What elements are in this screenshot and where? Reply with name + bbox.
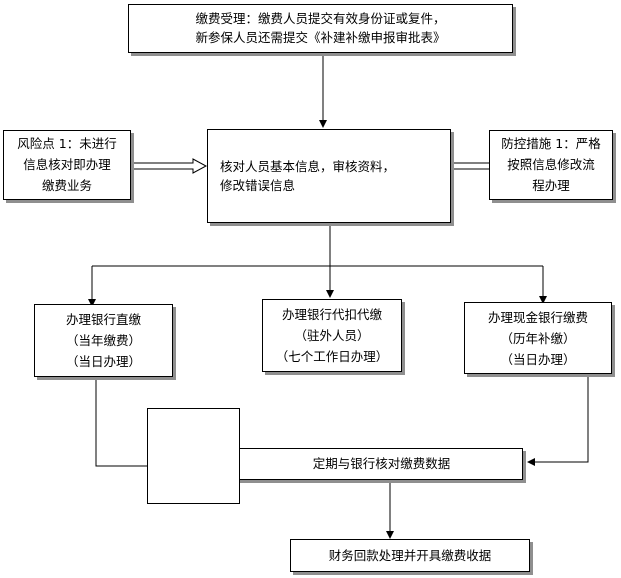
node-finance-label: 财务回款处理并开具缴费收据 (328, 548, 492, 563)
node-bank-cash (464, 302, 612, 374)
line-bank-direct-to-reconcile (95, 377, 147, 467)
hollow-arrow-risk-to-verify (132, 158, 208, 174)
node-fee-acceptance-line2: 新参保人员还需提交《补建补缴申报审批表》 (195, 30, 446, 45)
node-finance (290, 539, 530, 572)
node-bank-direct (34, 304, 173, 377)
node-control-measure (489, 130, 613, 200)
node-reconcile-label: 定期与银行核对缴费数据 (312, 456, 451, 471)
node-bank-direct-line1: 办理银行直缴 (65, 312, 141, 327)
node-bank-agent-line3: （七个工作日办理） (275, 349, 389, 364)
node-control-measure-line2: 按照信息修改流 (507, 157, 595, 172)
node-verify-info-line1: 核对人员基本信息，审核资料， (220, 159, 396, 174)
node-risk-point-line2: 信息核对即办理 (23, 157, 111, 172)
node-bank-direct-line2: （当年缴费） (65, 333, 141, 348)
node-bank-agent-line2: （驻外人员） (294, 328, 370, 343)
node-risk-point-line1: 风险点 1：未进行 (17, 136, 117, 151)
node-verify-info-line2: 修改错误信息 (220, 178, 296, 193)
arrow-bank-cash-to-reconcile (527, 374, 589, 466)
node-verify-info (207, 129, 451, 223)
node-control-measure-line3: 程办理 (532, 178, 570, 193)
node-fee-acceptance (128, 4, 513, 53)
node-fee-acceptance-line1: 缴费受理：缴费人员提交有效身份证或复件， (195, 11, 446, 26)
node-bank-agent (262, 299, 402, 372)
node-bank-direct-line3: （当日办理） (65, 354, 141, 369)
node-risk-point (3, 130, 131, 200)
node-bank-cash-line1: 办理现金银行缴费 (487, 310, 588, 325)
node-bank-agent-line1: 办理银行代扣代缴 (281, 307, 382, 322)
node-reconcile-side-block (147, 408, 240, 504)
node-bank-cash-line2: （历年补缴） (500, 331, 576, 346)
node-risk-point-line3: 缴费业务 (41, 178, 92, 193)
node-bank-cash-line3: （当日办理） (500, 352, 576, 367)
node-control-measure-line1: 防控措施 1：严格 (501, 136, 601, 151)
